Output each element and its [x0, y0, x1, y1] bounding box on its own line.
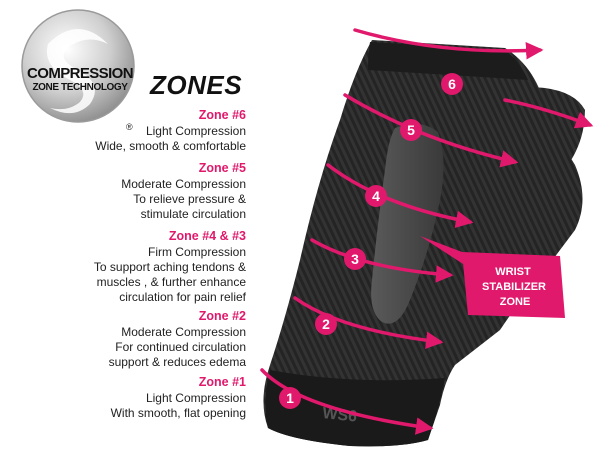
- wrist-label-line3: ZONE: [500, 296, 531, 308]
- zone-title: Zone #5: [198, 161, 246, 175]
- zones-heading: ZONES: [150, 70, 243, 100]
- zone-6-arrow: [353, 28, 544, 60]
- badge-number: 2: [322, 316, 330, 332]
- compression-zone-logo: COMPRESSION ZONE TECHNOLOGY ®: [8, 4, 148, 134]
- zone-title: Zone #2: [198, 309, 246, 323]
- wrist-stabilizer: [371, 123, 444, 324]
- zone-title: Zone #6: [198, 108, 246, 122]
- zone-line: With smooth, flat opening: [110, 406, 246, 420]
- zone-line: To relieve pressure &: [133, 192, 246, 206]
- zone-3-arrow: [310, 238, 454, 283]
- zone-5-arrow: [343, 93, 519, 168]
- zone-line: support & reduces edema: [108, 355, 246, 369]
- sleeve-bottom-band: [265, 370, 445, 447]
- zone-badge-6: 6: [441, 73, 463, 95]
- wrist-stabilizer-callout: [462, 252, 565, 318]
- zone-line: Light Compression: [145, 391, 246, 405]
- zone-title: Zone #1: [198, 375, 246, 389]
- zone-line: stimulate circulation: [140, 207, 246, 221]
- zone-4-3-description: Zone #4 & #3 Firm Compression To support…: [56, 229, 246, 305]
- badge-number: 3: [351, 251, 359, 267]
- zone-line: Light Compression: [145, 124, 246, 138]
- zone-line: Firm Compression: [147, 245, 246, 259]
- zone-line: To support aching tendons &: [93, 260, 246, 274]
- zone-badge-2: 2: [315, 313, 337, 335]
- zone-line: For continued circulation: [115, 340, 246, 354]
- zone-line: Moderate Compression: [121, 325, 246, 339]
- badge-number: 1: [286, 390, 294, 406]
- zone-4-arrow: [326, 163, 474, 228]
- zone-title: Zone #4 & #3: [168, 229, 246, 243]
- zone-1-arrow: [260, 368, 434, 435]
- zone-line: muscles , & further enhance: [96, 275, 246, 289]
- zone-badge-3: 3: [344, 248, 366, 270]
- zone-5-description: Zone #5 Moderate Compression To relieve …: [56, 161, 246, 222]
- logo-disc-icon: [21, 9, 135, 123]
- wrist-label-line2: STABILIZER: [482, 281, 546, 293]
- zone-badge-4: 4: [365, 185, 387, 207]
- logo-line1: COMPRESSION: [27, 65, 134, 82]
- zone-badge-5: 5: [400, 119, 422, 141]
- zone-2-description: Zone #2 Moderate Compression For continu…: [56, 309, 246, 370]
- badge-number: 4: [372, 188, 380, 204]
- zone-1-description: Zone #1 Light Compression With smooth, f…: [56, 375, 246, 421]
- zone-badge-1: 1: [279, 387, 301, 409]
- wrist-label-line1: WRIST: [495, 266, 531, 278]
- zone-line: Wide, smooth & comfortable: [95, 139, 246, 153]
- zone-line: circulation for pain relief: [119, 290, 246, 304]
- brand-mark: WS6: [322, 405, 358, 426]
- badge-number: 5: [407, 122, 415, 138]
- zone-2-arrow: [293, 296, 444, 350]
- logo-line2: ZONE TECHNOLOGY: [32, 82, 128, 93]
- zone-6-wrap-arrow: [503, 98, 594, 129]
- badge-number: 6: [448, 76, 456, 92]
- zone-6-description: Zone #6 Light Compression Wide, smooth &…: [56, 108, 246, 154]
- registered-mark: ®: [126, 122, 133, 132]
- zone-line: Moderate Compression: [121, 177, 246, 191]
